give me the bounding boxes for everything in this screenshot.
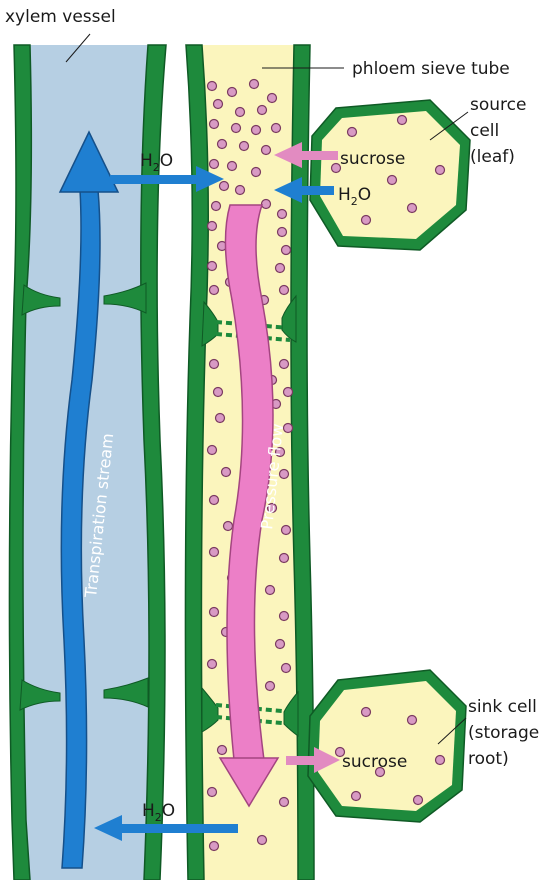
sucrose-particle (210, 286, 219, 295)
sucrose-particle (208, 446, 217, 455)
sucrose-label-bottom: sucrose (342, 752, 407, 772)
sucrose-particle (210, 496, 219, 505)
source-label-line1: source (470, 95, 526, 115)
sucrose-particle (278, 228, 287, 237)
sucrose-particle (362, 708, 371, 717)
sucrose-particle (436, 166, 445, 175)
sucrose-particle (280, 554, 289, 563)
sucrose-particle (208, 660, 217, 669)
sucrose-particle (232, 124, 241, 133)
sucrose-particle (388, 176, 397, 185)
sucrose-particle (236, 186, 245, 195)
source-cell (310, 100, 470, 250)
sucrose-particle (236, 108, 245, 117)
sucrose-particle (362, 216, 371, 225)
sucrose-particle (250, 80, 259, 89)
sink-label-line2: (storage (468, 723, 539, 743)
sucrose-particle (214, 100, 223, 109)
sucrose-particle (276, 640, 285, 649)
sucrose-particle (282, 664, 291, 673)
sucrose-particle (222, 468, 231, 477)
sink-label-line3: root) (468, 749, 509, 769)
sucrose-particle (218, 746, 227, 755)
sucrose-particle (210, 548, 219, 557)
sucrose-label-top: sucrose (340, 149, 405, 169)
sucrose-particle (208, 262, 217, 271)
source-label-line3: (leaf) (470, 147, 515, 167)
sucrose-particle (268, 94, 277, 103)
sucrose-particle (210, 842, 219, 851)
sucrose-particle (266, 682, 275, 691)
sucrose-particle (218, 140, 227, 149)
sucrose-particle (252, 126, 261, 135)
sucrose-particle (258, 836, 267, 845)
sucrose-particle (436, 756, 445, 765)
sucrose-particle (280, 798, 289, 807)
sucrose-particle (280, 286, 289, 295)
sucrose-particle (408, 716, 417, 725)
sucrose-particle (280, 612, 289, 621)
sucrose-particle (228, 88, 237, 97)
source-label-line2: cell (470, 121, 499, 141)
sink-cell (308, 670, 466, 822)
sucrose-particle (414, 796, 423, 805)
sucrose-particle (210, 360, 219, 369)
sucrose-particle (208, 222, 217, 231)
sucrose-particle (220, 182, 229, 191)
sucrose-particle (214, 388, 223, 397)
sucrose-particle (258, 106, 267, 115)
sucrose-particle (252, 168, 261, 177)
sink-cell-interior (318, 681, 456, 811)
sucrose-particle (280, 360, 289, 369)
sucrose-particle (352, 792, 361, 801)
xylem-vessel-label: xylem vessel (5, 7, 116, 27)
sucrose-particle (240, 142, 249, 151)
sucrose-particle (398, 116, 407, 125)
phloem-sieve-tube-label: phloem sieve tube (352, 59, 510, 79)
sucrose-particle (408, 204, 417, 213)
sucrose-particle (216, 414, 225, 423)
sucrose-particle (262, 200, 271, 209)
sucrose-particle (210, 608, 219, 617)
sucrose-particle (262, 146, 271, 155)
sucrose-particle (212, 202, 221, 211)
sucrose-particle (276, 264, 285, 273)
sucrose-particle (208, 82, 217, 91)
sucrose-particle (210, 120, 219, 129)
sucrose-particle (210, 160, 219, 169)
sucrose-particle (284, 388, 293, 397)
sucrose-particle (348, 128, 357, 137)
sucrose-particle (228, 162, 237, 171)
sucrose-particle (266, 586, 275, 595)
sucrose-particle (282, 246, 291, 255)
sucrose-particle (208, 788, 217, 797)
sucrose-particle (282, 526, 291, 535)
sink-label-line1: sink cell (468, 697, 537, 717)
sucrose-particle (272, 124, 281, 133)
sucrose-particle (278, 210, 287, 219)
sucrose-particle (224, 522, 233, 531)
